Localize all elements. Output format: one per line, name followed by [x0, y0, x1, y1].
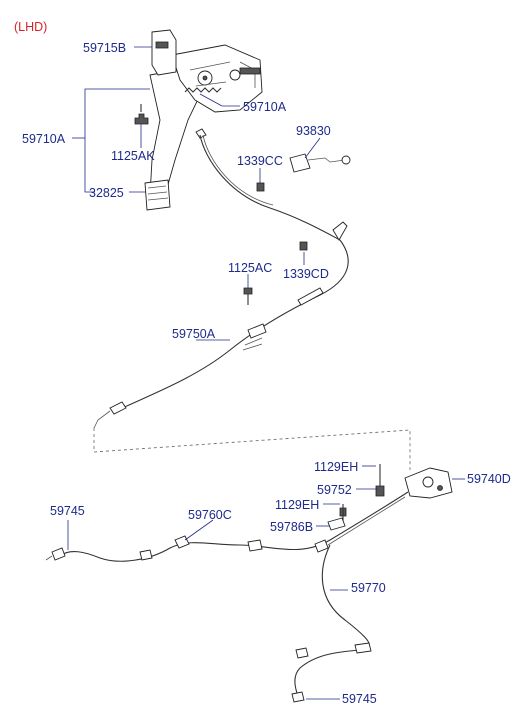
label-59740d: 59740D — [467, 472, 511, 486]
label-59715b: 59715B — [83, 41, 126, 55]
connection-dashed-line — [93, 428, 411, 470]
label-59760c: 59760C — [188, 508, 232, 522]
clip-1339cc-drawing — [256, 182, 265, 192]
front-cable-59750a-drawing — [93, 134, 349, 429]
leader-lines — [67, 46, 465, 700]
label-59710a-left: 59710A — [22, 132, 66, 146]
bolt-1125ac-drawing — [243, 287, 253, 305]
label-59710a-top: 59710A — [243, 100, 287, 114]
rear-cables-drawing — [45, 491, 409, 703]
switch-93830-drawing — [289, 153, 351, 173]
label-1125ak: 1125AK — [111, 149, 155, 163]
label-59770: 59770 — [351, 581, 386, 595]
equalizer-59740d-drawing — [339, 464, 453, 524]
pedal-assembly-drawing — [134, 29, 263, 211]
label-59745-left: 59745 — [50, 504, 85, 518]
label-59786b: 59786B — [270, 520, 313, 534]
label-59752: 59752 — [317, 483, 352, 497]
label-1339cd: 1339CD — [283, 267, 329, 281]
variant-label: (LHD) — [14, 20, 47, 34]
label-59750a: 59750A — [172, 327, 216, 341]
label-1339cc: 1339CC — [237, 154, 283, 168]
label-1129eh-mid: 1129EH — [275, 498, 319, 512]
label-32825: 32825 — [89, 186, 124, 200]
label-1129eh-top: 1129EH — [314, 460, 358, 474]
clip-1339cd-drawing — [299, 241, 308, 251]
label-93830: 93830 — [296, 124, 331, 138]
label-1125ac: 1125AC — [228, 261, 272, 275]
label-59745-bottom: 59745 — [342, 692, 377, 706]
